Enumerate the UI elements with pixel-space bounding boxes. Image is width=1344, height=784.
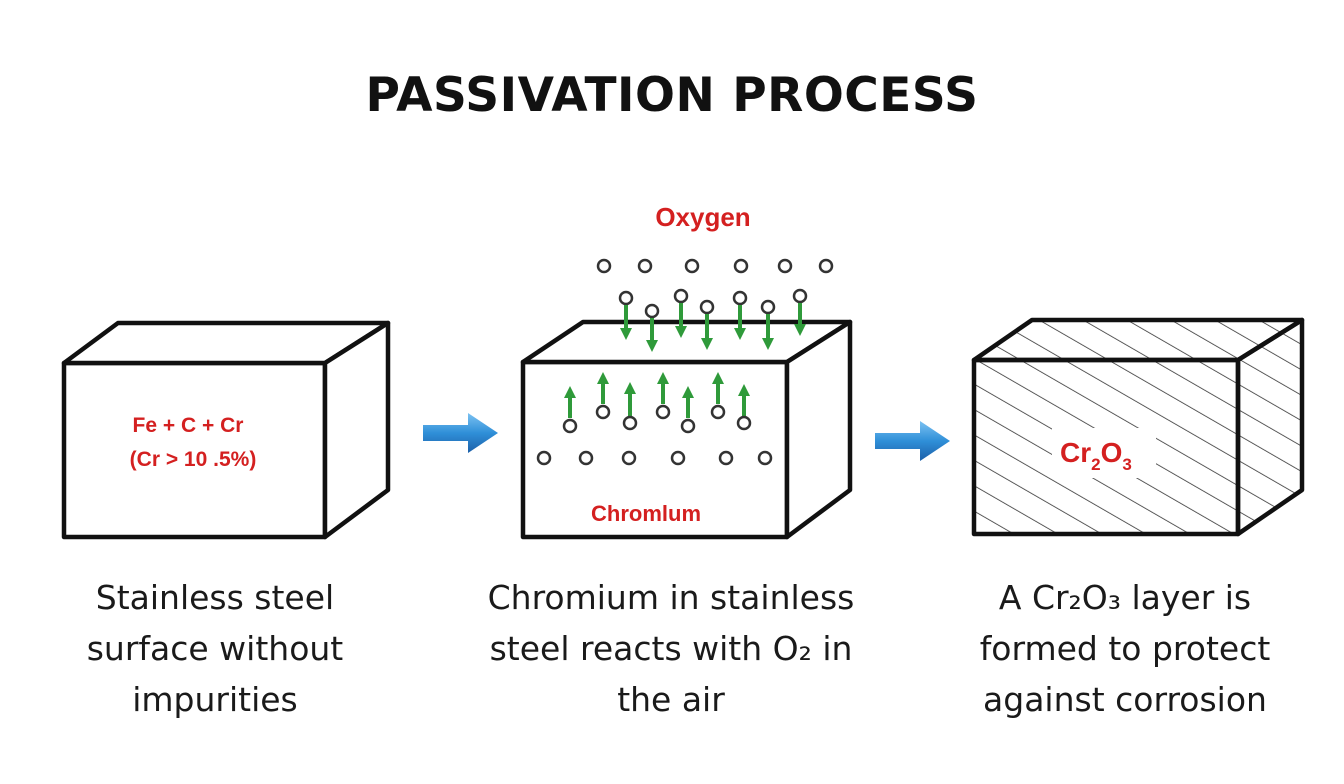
down-arrow-icon bbox=[620, 328, 632, 340]
stage3-caption: A Cr₂O₃ layer is formed to protect again… bbox=[979, 578, 1271, 719]
down-arrow-icon bbox=[794, 324, 806, 336]
right-arrow-icon bbox=[423, 413, 498, 453]
chromium-label: Chromlum bbox=[591, 501, 701, 526]
molecule-icon bbox=[718, 450, 734, 466]
oxygen-down-arrows bbox=[618, 288, 808, 352]
stage1-box: Fe + C + Cr (Cr > 10 .5%) bbox=[61, 320, 391, 540]
up-arrow-icon bbox=[657, 372, 669, 384]
chromium-oxide-formula: Cr2O3 bbox=[1060, 437, 1132, 474]
chromium-up-arrows bbox=[562, 372, 752, 434]
down-arrow-icon bbox=[675, 326, 687, 338]
stage3-box: Cr2O3 bbox=[971, 317, 1305, 537]
down-arrow-icon bbox=[762, 338, 774, 350]
molecule-icon bbox=[757, 450, 773, 466]
molecule-icon bbox=[670, 450, 686, 466]
chromium-molecules-row bbox=[536, 450, 773, 466]
stage1-caption: Stainless steel surface without impuriti… bbox=[86, 578, 344, 719]
up-arrow-icon bbox=[682, 386, 694, 398]
molecule-icon bbox=[684, 258, 700, 274]
stage1-composition-label: Fe + C + Cr bbox=[133, 414, 244, 437]
down-arrow-icon bbox=[646, 340, 658, 352]
down-arrow-icon bbox=[734, 328, 746, 340]
molecule-icon bbox=[818, 258, 834, 274]
page-title: PASSIVATION PROCESS bbox=[365, 68, 979, 123]
oxygen-label: Oxygen bbox=[655, 202, 750, 232]
up-arrow-icon bbox=[624, 382, 636, 394]
molecule-icon bbox=[578, 450, 594, 466]
molecule-icon bbox=[637, 258, 653, 274]
up-arrow-icon bbox=[597, 372, 609, 384]
up-arrow-icon bbox=[738, 384, 750, 396]
molecule-icon bbox=[621, 450, 637, 466]
molecule-icon bbox=[777, 258, 793, 274]
up-arrow-icon bbox=[712, 372, 724, 384]
stage2-caption: Chromium in stainless steel reacts with … bbox=[487, 578, 855, 719]
oxygen-molecules-row bbox=[596, 258, 834, 274]
down-arrow-icon bbox=[701, 338, 713, 350]
right-arrow-icon bbox=[875, 421, 950, 461]
molecule-icon bbox=[536, 450, 552, 466]
up-arrow-icon bbox=[564, 386, 576, 398]
molecule-icon bbox=[596, 258, 612, 274]
molecule-icon bbox=[733, 258, 749, 274]
stage1-chromium-percent-label: (Cr > 10 .5%) bbox=[130, 448, 257, 471]
